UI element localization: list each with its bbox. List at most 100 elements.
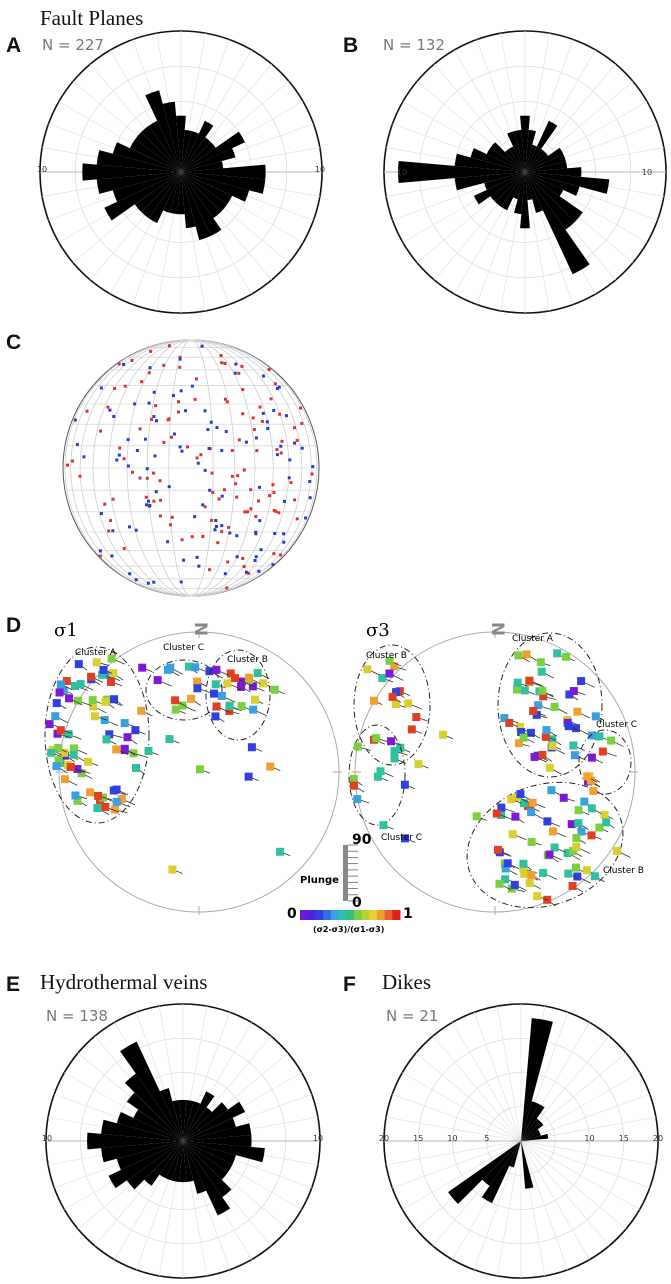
stereonet-point	[288, 458, 292, 462]
stereonet-point	[235, 534, 239, 538]
stereonet-point	[220, 494, 224, 498]
rose-petal	[520, 172, 530, 229]
stress-marker	[390, 746, 399, 755]
stress-marker	[56, 726, 65, 735]
stress-marker	[550, 702, 559, 711]
stereonet-point	[203, 409, 207, 413]
stress-marker	[564, 869, 573, 878]
stress-marker	[120, 719, 129, 728]
stereonet-point	[241, 557, 245, 561]
stress-marker	[514, 739, 523, 748]
stress-marker	[564, 722, 573, 731]
stress-marker	[112, 785, 121, 794]
rose-petal	[454, 153, 525, 172]
rose-petal	[179, 1099, 187, 1141]
stress-marker	[211, 712, 220, 721]
panel-b-count: N = 132	[383, 36, 445, 54]
rose-petal	[181, 172, 266, 194]
stereonet-point	[110, 554, 114, 558]
rose-petal	[116, 1112, 183, 1141]
stereonet-point	[300, 421, 304, 425]
rose-petal	[454, 172, 525, 191]
stress-marker	[99, 665, 108, 674]
stress-marker	[539, 692, 548, 701]
stress-marker	[507, 795, 516, 804]
stereonet-point	[190, 384, 194, 388]
stress-marker	[571, 863, 580, 872]
stress-marker	[52, 762, 61, 771]
stress-marker	[512, 685, 521, 694]
stress-marker	[407, 725, 416, 734]
stereonet-point	[147, 371, 151, 375]
stress-marker	[249, 705, 258, 714]
stereonet-point	[162, 363, 166, 367]
rose-petal	[525, 172, 580, 196]
plunge-min-label: 0	[352, 895, 362, 911]
stereonet-point	[274, 509, 278, 513]
rose-grid-spoke	[392, 1093, 522, 1142]
rose-grid-spoke	[496, 1006, 522, 1142]
colorbar-segment	[376, 910, 386, 920]
stereonet-point	[195, 555, 199, 559]
stereonet-point	[240, 364, 244, 368]
stereonet-point	[152, 415, 156, 419]
stress-marker	[573, 707, 582, 716]
stress-marker	[501, 864, 510, 873]
stress-marker	[372, 734, 381, 743]
stereonet-point	[241, 388, 245, 392]
stress-marker	[600, 810, 609, 819]
stereonet-point	[275, 453, 279, 457]
stereonet-point	[112, 414, 116, 418]
stress-marker	[88, 696, 97, 705]
stereonet-point	[177, 410, 181, 414]
rose-petal	[470, 148, 525, 172]
panel-b-letter: B	[343, 34, 359, 57]
stereonet-point	[126, 438, 130, 442]
stress-marker	[205, 667, 214, 676]
stress-marker	[542, 726, 551, 735]
stress-marker	[153, 676, 162, 685]
stress-marker	[569, 741, 578, 750]
stereonet-point	[170, 435, 174, 439]
stereonet-point	[113, 387, 117, 391]
rose-petal	[513, 172, 525, 200]
colorbar-segment	[338, 910, 347, 920]
stress-marker	[587, 753, 596, 762]
stress-marker	[378, 673, 387, 682]
rose-petal	[148, 120, 181, 172]
rose-tick-label: 15	[619, 1134, 629, 1143]
stress-marker	[248, 682, 257, 691]
stress-marker	[59, 686, 68, 695]
stereonet-point	[278, 412, 282, 416]
north-label-right: N	[487, 621, 508, 637]
stereonet-point	[123, 384, 127, 388]
colorbar-segment	[392, 910, 401, 920]
stereonet-point	[230, 474, 234, 478]
stress-marker	[47, 748, 56, 757]
stereonet-point	[172, 432, 176, 436]
ratio-max-label: 1	[403, 906, 413, 922]
stereonet-point	[223, 397, 227, 401]
stress-marker	[117, 794, 126, 803]
stereonet-point	[106, 405, 110, 409]
stereonet-point	[269, 397, 273, 401]
rose-petal	[520, 115, 530, 172]
stress-marker	[178, 701, 187, 710]
colorbar-segment	[369, 910, 378, 920]
rose-petal	[116, 1141, 183, 1170]
stereonet-point	[268, 494, 272, 498]
stress-net-s1	[44, 629, 342, 915]
stereonet-point	[254, 530, 258, 534]
stereonet-point	[235, 495, 239, 499]
rose-petal	[162, 101, 181, 172]
fault-planes-title: Fault Planes	[40, 6, 144, 30]
stereonet-point	[152, 580, 156, 584]
stereonet-point	[249, 488, 253, 492]
stereonet-point	[109, 519, 113, 523]
stress-marker	[226, 669, 235, 678]
stereonet-point	[244, 570, 248, 574]
stereonet-point	[152, 499, 156, 503]
stereonet-point	[99, 429, 103, 433]
stress-marker	[562, 652, 571, 661]
stress-marker	[563, 848, 572, 857]
